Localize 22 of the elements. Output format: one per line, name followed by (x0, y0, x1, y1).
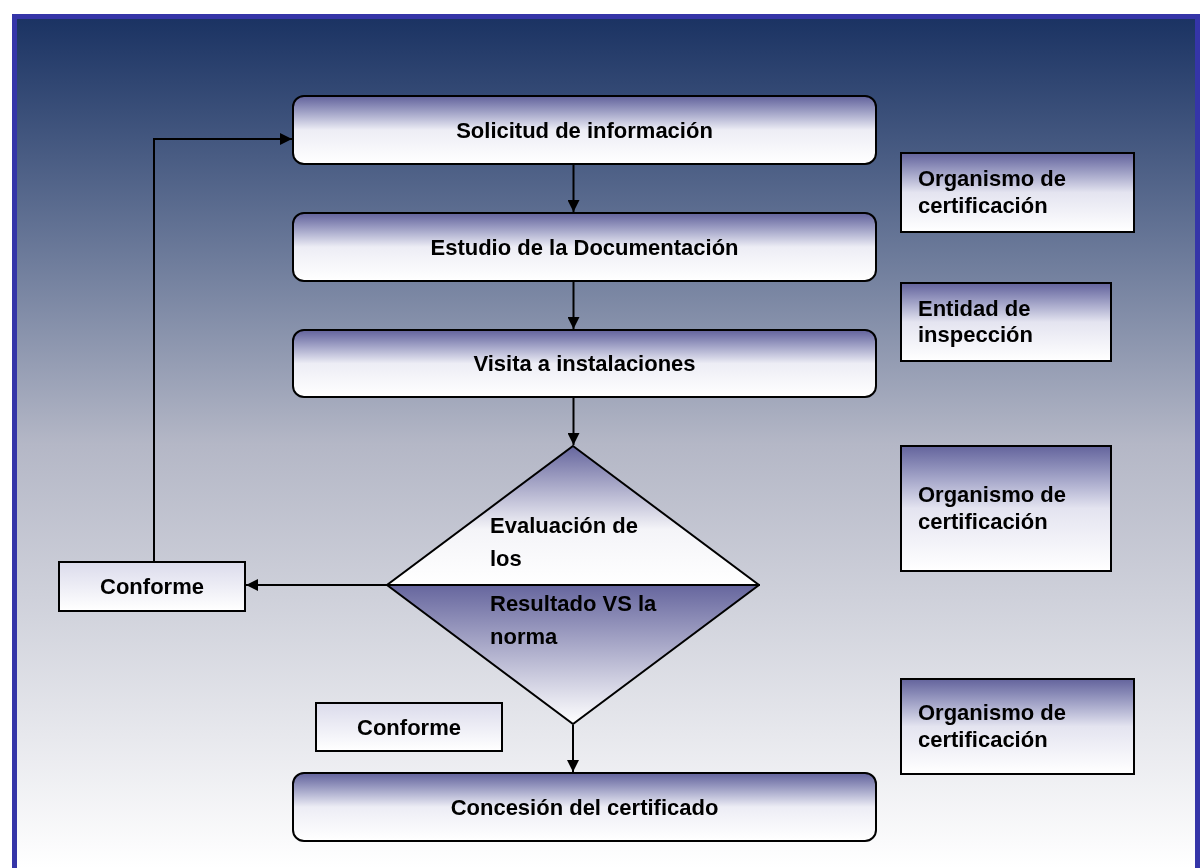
arrow (567, 281, 580, 330)
arrow (567, 724, 579, 773)
process-box (292, 772, 877, 842)
arrow (245, 579, 387, 591)
role-box: Organismo de certificación (900, 445, 1112, 572)
arrow (567, 164, 580, 213)
process-box (292, 212, 877, 282)
process-box (292, 95, 877, 165)
box-text: Estudio de la Documentación (430, 233, 739, 262)
box-text: Visita a instalaciones (473, 350, 696, 378)
box-text: Solicitud de información (456, 116, 713, 145)
box-text: Concesión del certificado (450, 793, 719, 822)
process-box (292, 329, 877, 398)
role-box: Organismo de certificación (900, 152, 1135, 233)
arrow (153, 133, 293, 562)
label-box: Conforme (315, 702, 503, 752)
decision-text: Resultado VS la norma (490, 590, 658, 651)
role-box: Organismo de certificación (900, 678, 1135, 775)
decision-text: Evaluación de los (490, 512, 639, 573)
arrow (567, 397, 580, 446)
label-box: Conforme (58, 561, 246, 612)
role-box: Entidad de inspección (900, 282, 1112, 362)
